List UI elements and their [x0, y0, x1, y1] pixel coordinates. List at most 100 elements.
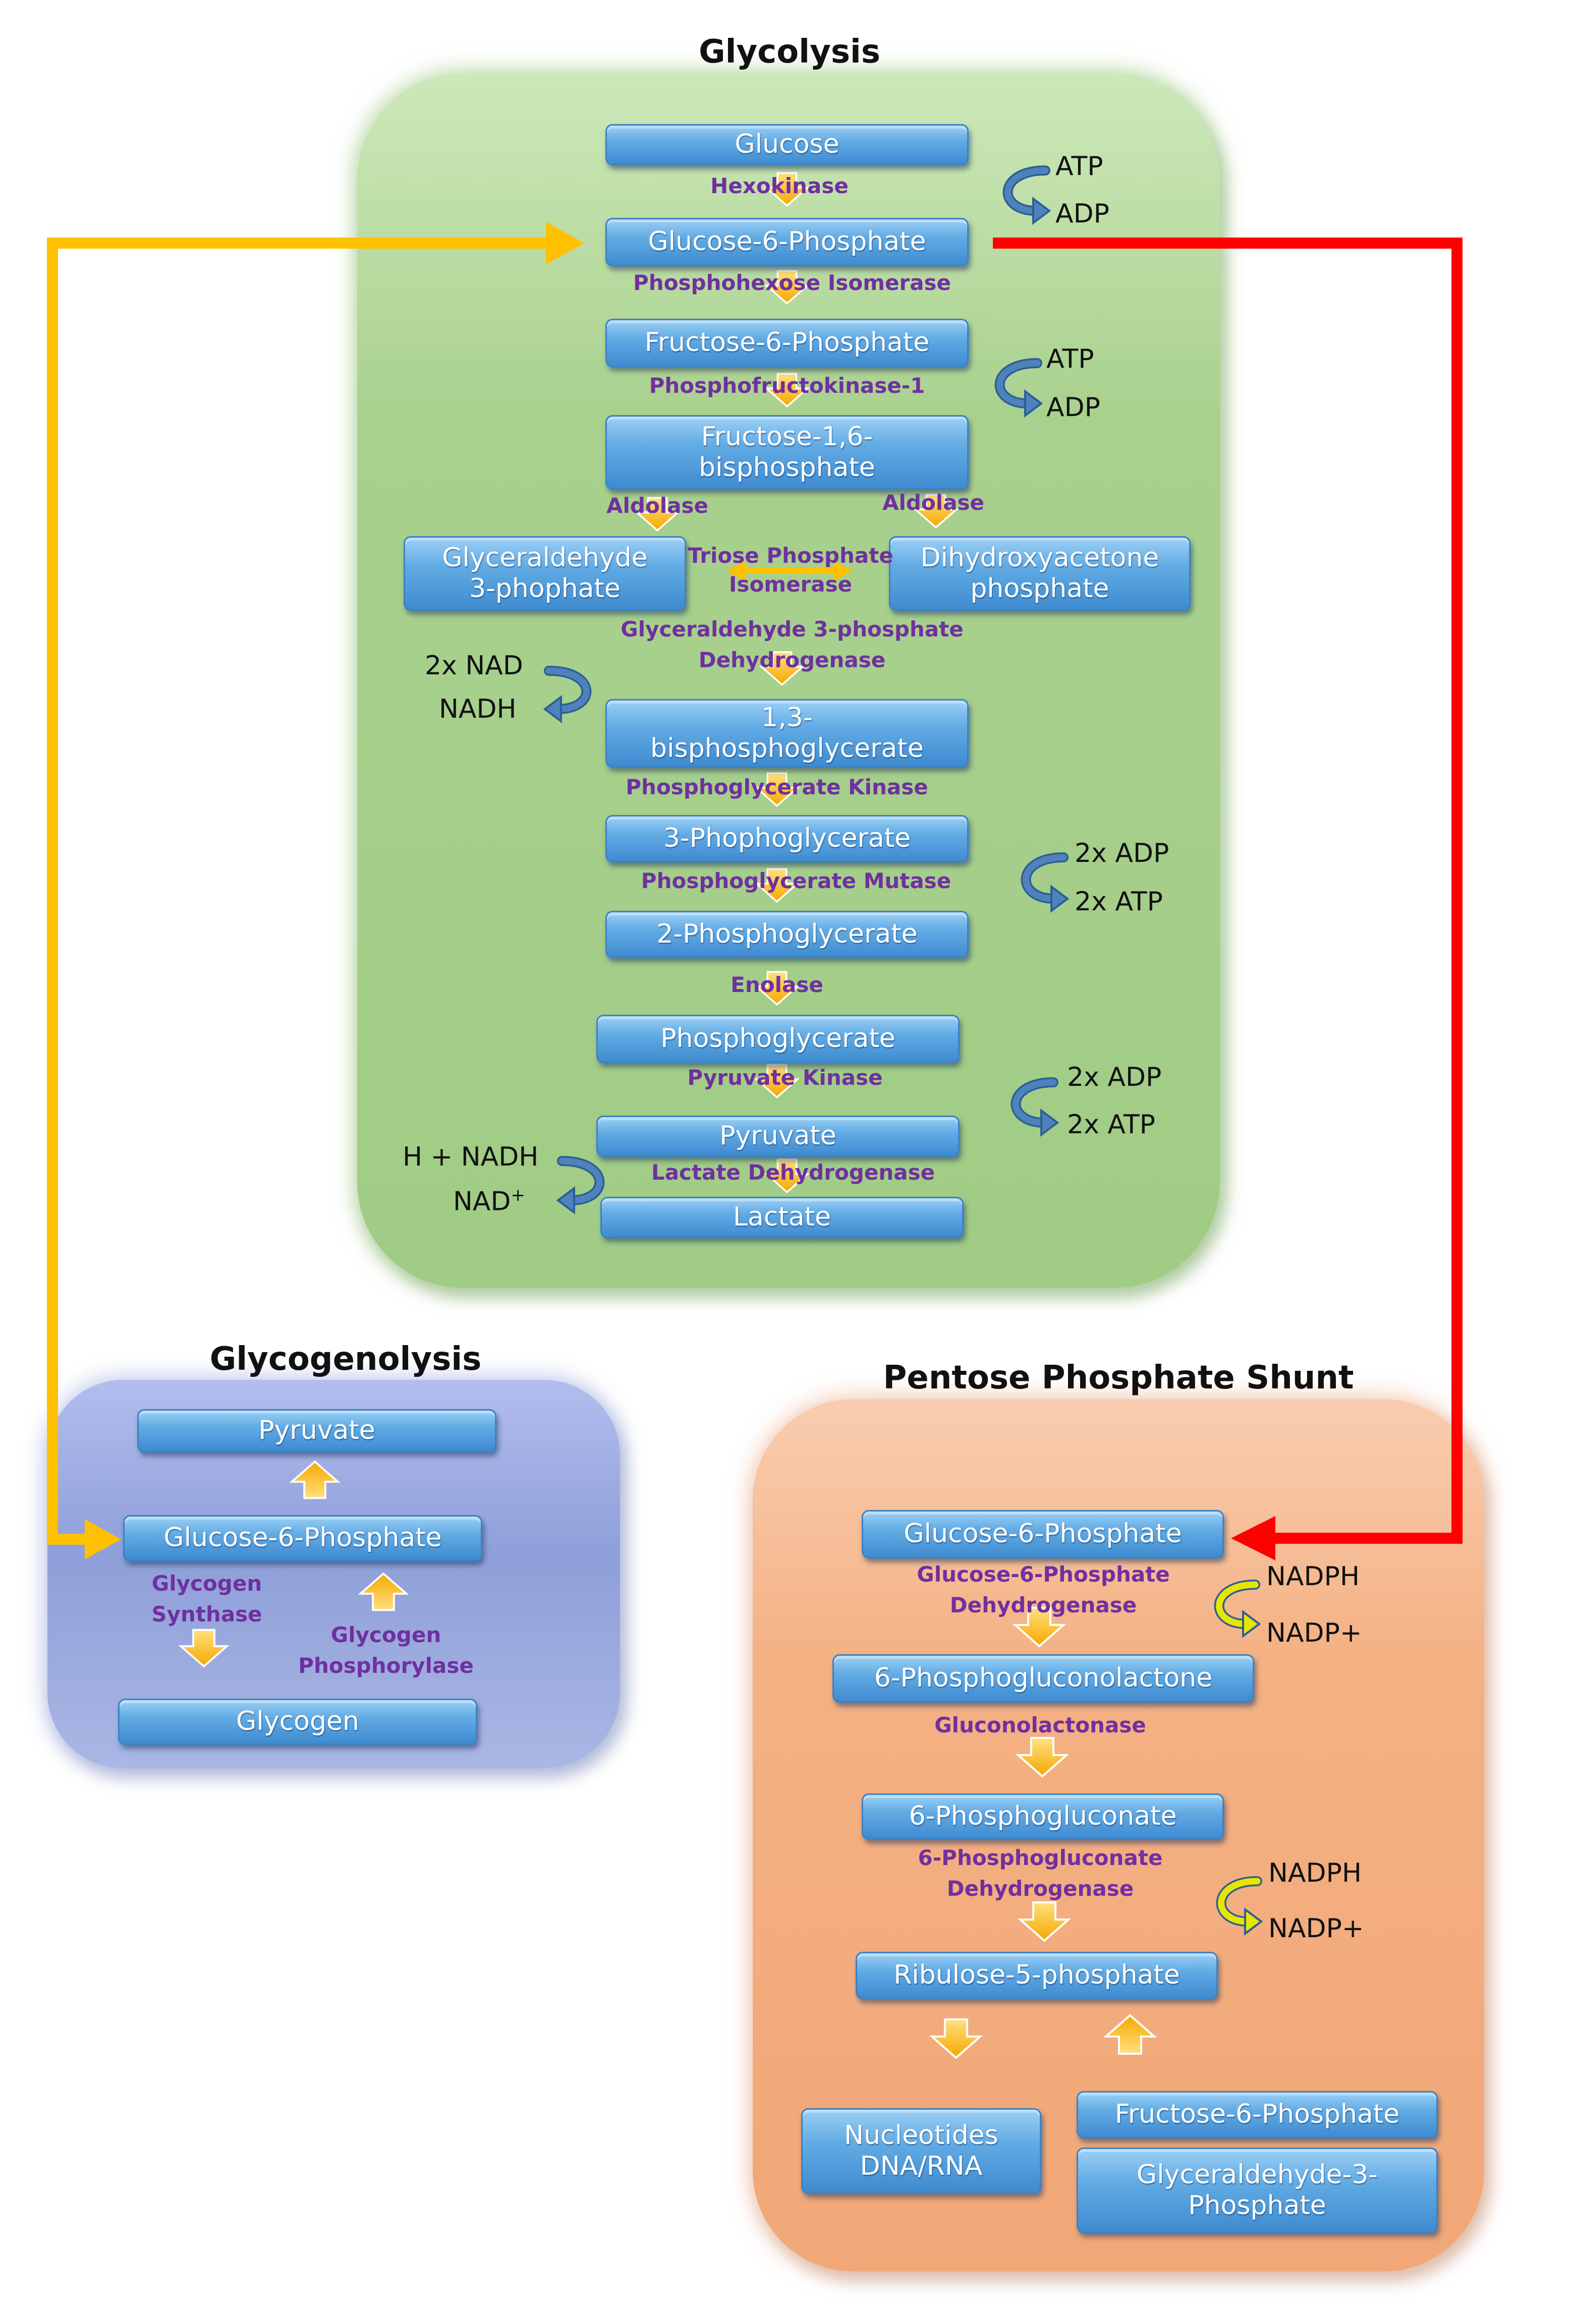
cofactor-nadh: NADH [439, 694, 517, 724]
cofactor-atp-2: ATP [1046, 344, 1094, 374]
pentose-phosphate-title: Pentose Phosphate Shunt [883, 1359, 1354, 1397]
cofactor-arrow-adp-atp-2 [1011, 1077, 1059, 1137]
cofactor-adp-2: ADP [1046, 392, 1100, 423]
enzyme-pyruvate-kinase: Pyruvate Kinase [687, 1065, 883, 1090]
cofactor-h-nadh: H + NADH [403, 1142, 539, 1172]
step-arrow-lactonase [1015, 1737, 1070, 1778]
box-pyruvate-glycogenolysis: Pyruvate [137, 1409, 496, 1452]
box-1-3-bisphosphoglycerate: 1,3- bisphosphoglycerate [605, 699, 969, 768]
nad-text: NAD [453, 1186, 511, 1217]
box-2-phosphoglycerate: 2-Phosphoglycerate [605, 911, 969, 958]
cofactor-arrow-nadph-2 [1216, 1876, 1263, 1936]
cofactor-adp-1: ADP [1055, 199, 1109, 229]
box-pyruvate-glycolysis: Pyruvate [596, 1116, 960, 1157]
link-line-glycogenolysis [47, 238, 550, 1545]
box-3-phosphoglycerate: 3-Phophoglycerate [605, 815, 969, 862]
cofactor-arrow-nadh-nad [556, 1156, 605, 1214]
cofactor-arrow-atp-adp-1-body [1004, 167, 1049, 214]
enzyme-phosphoglycerate-kinase: Phosphoglycerate Kinase [626, 775, 928, 799]
enzyme-phosphoglycerate-mutase: Phosphoglycerate Mutase [641, 868, 951, 893]
tpi-double-arrow [726, 561, 853, 581]
glycolysis-title: Glycolysis [699, 33, 880, 71]
step-arrow-pgm [754, 868, 800, 903]
box-nucleotides-dna-rna: Nucleotides DNA/RNA [801, 2108, 1041, 2194]
box-phosphoenolpyruvate: Phosphoglycerate [596, 1015, 960, 1063]
step-arrow-glycogen-synthase [178, 1629, 230, 1668]
cofactor-arrow-nadph-1-body [1216, 1581, 1259, 1628]
nad-superscript: + [511, 1185, 526, 1205]
cofactor-arrow-nadh-nad-head [556, 1186, 575, 1214]
cofactor-arrow-atp-adp-1-head [1032, 197, 1051, 225]
step-arrow-from-f6p [1103, 2014, 1157, 2055]
link-line-pentose [993, 238, 1463, 1544]
enzyme-enolase: Enolase [731, 972, 823, 997]
cofactor-nad-plus: NAD+ [453, 1185, 525, 1216]
box-fructose-6-phosphate-pentose: Fructose-6-Phosphate [1077, 2091, 1438, 2138]
step-arrow-pk [754, 1064, 800, 1098]
step-arrow-aldolase-right [913, 494, 959, 529]
box-6-phosphogluconolactone: 6-Phosphogluconolactone [832, 1654, 1254, 1703]
cofactor-nadph-1: NADPH [1266, 1561, 1360, 1592]
enzyme-glycogen-synthase: Glycogen Synthase [151, 1571, 262, 1626]
enzyme-glycogen-phosphorylase: Glycogen Phosphorylase [298, 1622, 474, 1678]
enzyme-gapdh: Glyceraldehyde 3-phosphate Dehydrogenase [621, 617, 964, 672]
cofactor-nadp-plus-2: NADP+ [1268, 1913, 1364, 1944]
step-arrow-g6pd [1012, 1607, 1067, 1648]
step-arrow-f6p [764, 373, 810, 408]
cofactor-2x-atp-2: 2x ATP [1067, 1110, 1156, 1140]
enzyme-hexokinase: Hexokinase [710, 173, 849, 198]
cofactor-arrow-adp-atp-1 [1021, 852, 1070, 913]
cofactor-arrow-atp-adp-2-head [1024, 389, 1043, 418]
box-glucose-6-phosphate-glycogenolysis: Glucose-6-Phosphate [123, 1515, 482, 1561]
box-glucose: Glucose [605, 124, 969, 165]
tpi-arrow-head-right [833, 561, 853, 581]
step-arrow-aldolase-left [634, 497, 681, 532]
cofactor-arrow-nad-nadh-head [543, 695, 562, 723]
cofactor-arrow-nad-nadh [543, 666, 592, 723]
enzyme-gluconolactonase: Gluconolactonase [934, 1713, 1146, 1737]
cofactor-2x-adp-1: 2x ADP [1075, 838, 1169, 868]
enzyme-aldolase-left: Aldolase [606, 493, 709, 518]
box-6-phosphogluconate: 6-Phosphogluconate [862, 1793, 1224, 1840]
cofactor-arrow-adp-atp-2-head [1040, 1109, 1059, 1137]
box-dihydroxyacetone-phosphate: Dihydroxyacetone phosphate [889, 536, 1191, 611]
cofactor-arrow-nadph-2-head [1244, 1907, 1263, 1936]
step-arrow-pgd [1017, 1901, 1072, 1942]
box-ribulose-5-phosphate: Ribulose-5-phosphate [856, 1952, 1218, 1999]
box-glyceraldehyde-3-phosphate: Glyceraldehyde 3-phophate [404, 536, 686, 611]
enzyme-6-phosphogluconate-dehydrogenase: 6-Phosphogluconate Dehydrogenase [918, 1845, 1163, 1901]
step-arrow-gapdh [759, 651, 805, 686]
link-arrowhead-pentose-g6p [1231, 1516, 1275, 1560]
step-arrow-ldh [764, 1158, 810, 1193]
cofactor-arrow-nad-nadh-body [545, 667, 590, 713]
step-arrow-enolase [754, 971, 800, 1006]
box-glucose-6-phosphate: Glucose-6-Phosphate [605, 218, 969, 266]
step-arrow-g6p [764, 270, 810, 305]
glycogenolysis-title: Glycogenolysis [209, 1341, 482, 1378]
cofactor-atp-1: ATP [1055, 151, 1103, 182]
cofactor-arrow-adp-atp-1-head [1050, 885, 1070, 913]
step-arrow-glycogen-phosphorylase [358, 1572, 409, 1611]
cofactor-2x-nad: 2x NAD [425, 651, 523, 681]
cofactor-arrow-atp-adp-2 [994, 358, 1043, 418]
box-lactate: Lactate [600, 1197, 964, 1238]
step-arrow-g6p-to-pyruvate [289, 1460, 341, 1499]
cofactor-arrow-atp-adp-2-body [996, 360, 1041, 407]
box-fructose-6-phosphate: Fructose-6-Phosphate [605, 319, 969, 367]
cofactor-arrow-nadph-1 [1214, 1580, 1261, 1638]
cofactor-arrow-nadph-1-head [1242, 1610, 1261, 1638]
cofactor-nadph-2: NADPH [1268, 1858, 1362, 1888]
enzyme-phosphohexose-isomerase: Phosphohexose Isomerase [633, 270, 951, 295]
cofactor-arrow-adp-atp-2-body [1013, 1079, 1057, 1126]
cofactor-nadp-plus-1: NADP+ [1266, 1618, 1362, 1648]
cofactor-2x-atp-1: 2x ATP [1075, 887, 1163, 917]
tpi-arrow-head-left [726, 561, 746, 581]
cofactor-2x-adp-2: 2x ADP [1067, 1062, 1162, 1092]
box-glyceraldehyde-3-phosphate-pentose: Glyceraldehyde-3- Phosphate [1077, 2147, 1438, 2233]
cofactor-arrow-adp-atp-1-body [1023, 854, 1067, 902]
link-arrowhead-glycogenolysis-g6p [85, 1519, 121, 1559]
enzyme-g6p-dehydrogenase: Glucose-6-Phosphate Dehydrogenase [917, 1562, 1170, 1617]
step-arrow-pgk [754, 772, 800, 807]
